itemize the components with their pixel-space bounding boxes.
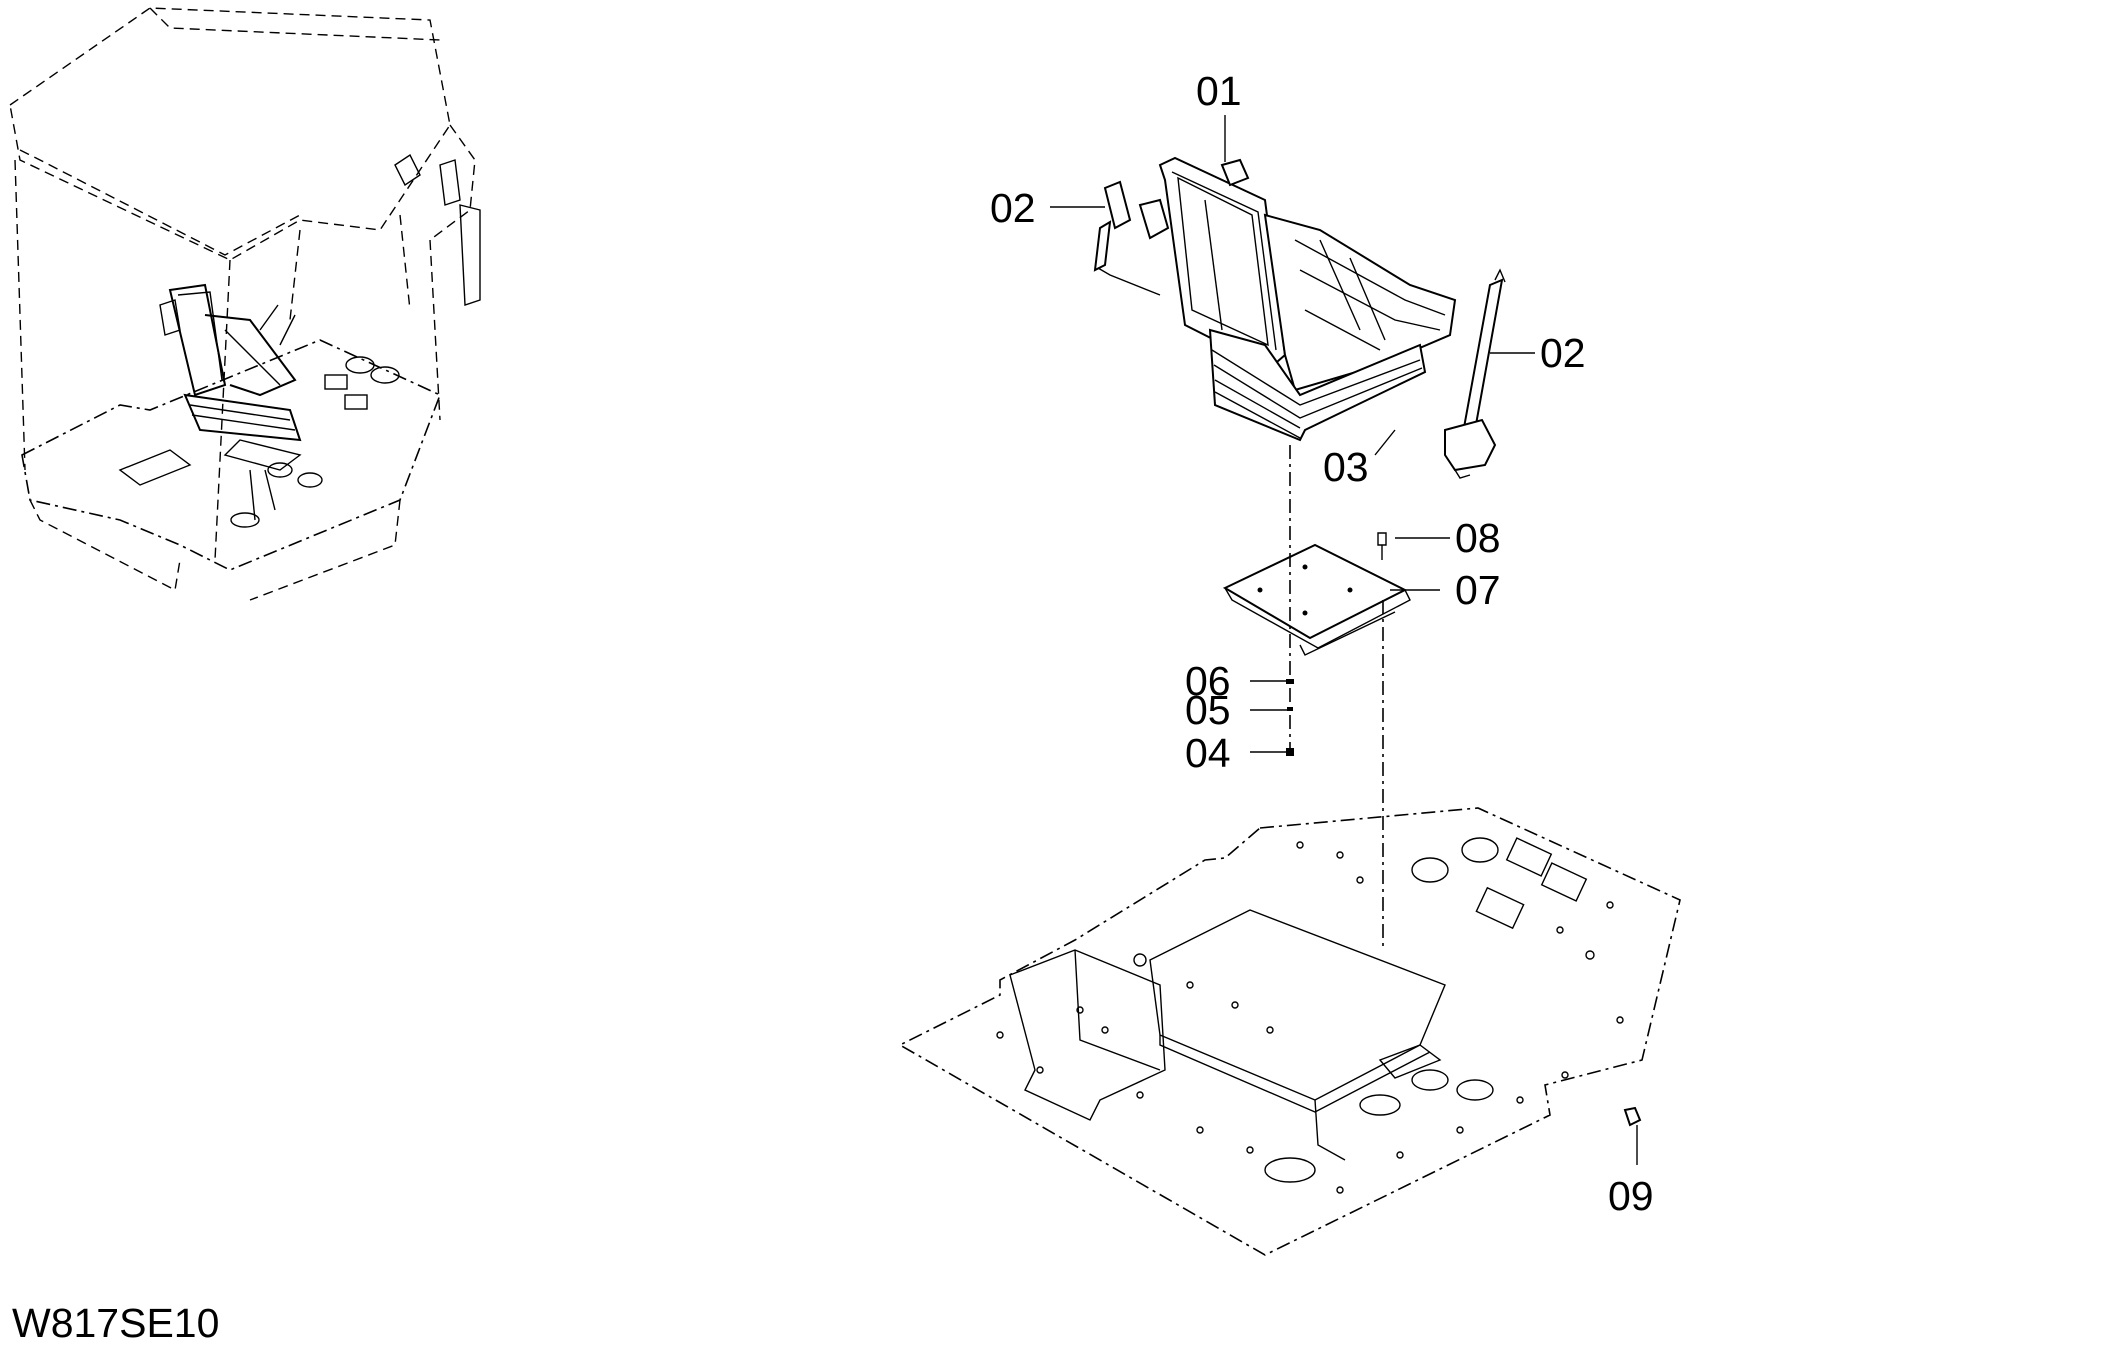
seat-belt-retractor-right bbox=[1444, 268, 1506, 479]
callout-04: 04 bbox=[1185, 730, 1231, 776]
seat-belt-buckle-left bbox=[1093, 180, 1161, 296]
callout-03: 03 bbox=[1323, 444, 1369, 490]
callout-02-left: 02 bbox=[990, 185, 1036, 231]
callout-01: 01 bbox=[1196, 68, 1242, 114]
cab-overview-illustration bbox=[9, 7, 481, 601]
clip-09 bbox=[1623, 1106, 1642, 1127]
drawing-code: W817SE10 bbox=[12, 1300, 219, 1346]
callout-05: 05 bbox=[1185, 687, 1231, 733]
callout-09: 09 bbox=[1608, 1173, 1654, 1219]
callout-06: 06 bbox=[1185, 658, 1231, 704]
callout-07: 07 bbox=[1455, 567, 1501, 613]
leader-lines bbox=[1050, 115, 1638, 1165]
cab-floor-plate bbox=[898, 807, 1681, 1256]
fastener-stack bbox=[1286, 445, 1294, 760]
bolt-08 bbox=[1377, 532, 1387, 560]
operator-seat bbox=[1138, 156, 1457, 442]
callout-08: 08 bbox=[1455, 515, 1501, 561]
callout-02-right: 02 bbox=[1540, 330, 1586, 376]
seat-mounting-plate bbox=[1222, 543, 1411, 656]
